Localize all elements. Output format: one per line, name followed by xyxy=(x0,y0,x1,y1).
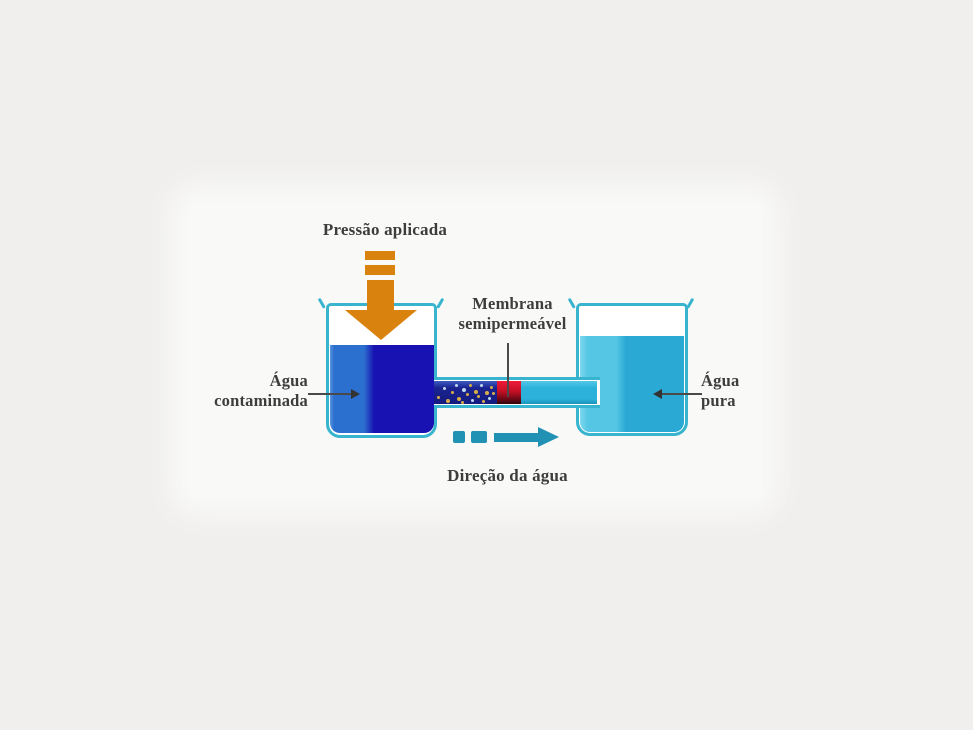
particle xyxy=(490,386,493,389)
particle xyxy=(451,391,454,394)
particle xyxy=(443,387,446,390)
contaminated-label-line1: Água xyxy=(269,371,308,390)
particle xyxy=(437,396,440,399)
pressure-label: Pressão aplicada xyxy=(322,220,448,239)
membrane-pointer-line xyxy=(507,343,509,397)
particle xyxy=(457,397,461,401)
particle xyxy=(477,395,480,398)
pure-label-line2: pura xyxy=(701,391,736,410)
particle xyxy=(471,399,474,402)
particle xyxy=(461,401,464,404)
flow-arrow-dash xyxy=(453,431,465,443)
particle xyxy=(492,392,495,395)
pure-pointer-arrow-icon xyxy=(653,389,662,399)
particle xyxy=(485,391,489,395)
membrane-label-line1: Membrana xyxy=(472,294,553,313)
pure-water-label: Água pura xyxy=(701,371,791,411)
contaminated-pointer-line xyxy=(308,393,352,395)
membrane-label-line2: semipermeável xyxy=(458,314,567,333)
particle xyxy=(446,399,450,403)
particle xyxy=(469,384,472,387)
pressure-arrow-dash xyxy=(365,265,395,275)
pressure-arrow-dash xyxy=(365,251,395,260)
contaminated-label-line2: contaminada xyxy=(214,391,308,410)
flow-arrow-shaft xyxy=(494,433,538,442)
flow-direction-label: Direção da água xyxy=(447,466,568,485)
particle xyxy=(474,390,478,394)
contaminated-water xyxy=(330,345,434,433)
particle xyxy=(488,397,491,400)
particle xyxy=(462,388,466,392)
pure-label-line1: Água xyxy=(701,371,740,390)
pressure-arrow-head-icon xyxy=(345,310,417,340)
pressure-arrow-shaft xyxy=(367,280,394,311)
membrane-label: Membrana semipermeável xyxy=(425,294,600,334)
particle xyxy=(482,400,485,403)
pure-pointer-line xyxy=(661,393,702,395)
particle xyxy=(480,384,483,387)
flow-arrow-head-icon xyxy=(538,427,559,447)
semipermeable-membrane xyxy=(497,381,521,404)
particle xyxy=(466,393,469,396)
contaminated-water-label: Água contaminada xyxy=(175,371,308,411)
contaminated-pointer-arrow-icon xyxy=(351,389,360,399)
flow-arrow-dash xyxy=(471,431,487,443)
particle xyxy=(455,384,458,387)
tube-permeate-water xyxy=(521,381,597,404)
